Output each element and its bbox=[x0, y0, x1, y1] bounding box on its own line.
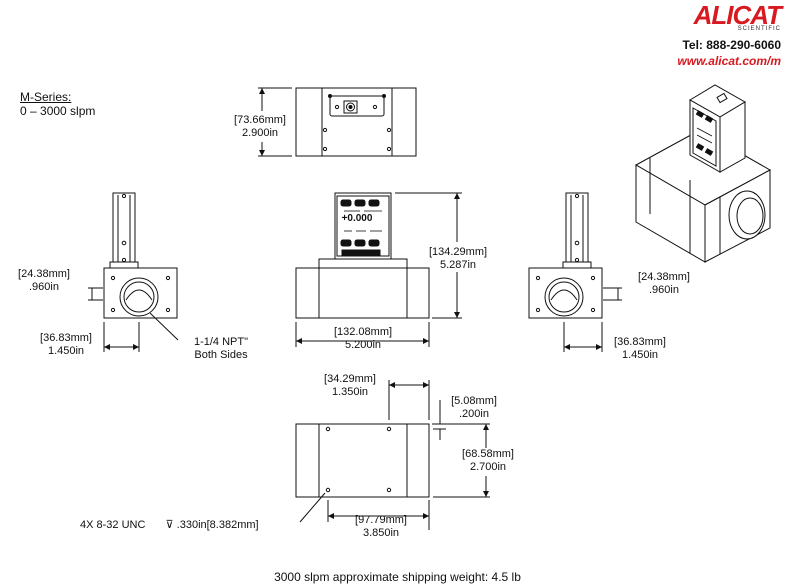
front-view bbox=[295, 192, 462, 347]
dim-in: 2.900in bbox=[241, 127, 279, 139]
right-end-view bbox=[528, 192, 622, 352]
brand-block: ALICAT SCIENTIFIC Tel: 888-290-6060 www.… bbox=[677, 0, 782, 68]
dim-mm: [97.79mm] bbox=[355, 514, 407, 526]
dim-mm: [36.83mm] bbox=[614, 336, 666, 348]
left-end-view bbox=[88, 192, 179, 352]
dim-screw-thread: 4X 8-32 UNC ⊽ .330in[8.382mm] bbox=[80, 518, 259, 531]
dim-left-offset: [24.38mm] .960in bbox=[10, 268, 78, 294]
dim-in: .960in bbox=[29, 281, 59, 293]
dim-bottom-depth: [68.58mm] 2.700in bbox=[452, 448, 524, 474]
bottom-view bbox=[295, 380, 490, 530]
alicat-logo: ALICAT bbox=[693, 0, 782, 30]
alicat-logo-sub: SCIENTIFIC bbox=[737, 26, 781, 32]
dim-mm: [5.08mm] bbox=[451, 395, 497, 407]
dim-in: 5.287in bbox=[439, 259, 477, 271]
dim-in: 2.700in bbox=[469, 461, 507, 473]
dim-right-offset: [24.38mm] .960in bbox=[630, 271, 698, 297]
dim-in: 1.350in bbox=[331, 386, 369, 398]
dim-right-width: [36.83mm] 1.450in bbox=[606, 336, 674, 362]
dim-mm: [134.29mm] bbox=[428, 246, 488, 258]
top-view bbox=[258, 87, 417, 157]
dim-in: .200in bbox=[459, 408, 489, 420]
dim-hole-edge: [5.08mm] .200in bbox=[442, 395, 506, 421]
dim-front-height: [134.29mm] 5.287in bbox=[419, 246, 497, 272]
dim-in: 3.850in bbox=[362, 527, 400, 539]
dim-npt-thread: 1-1/4 NPT" Both Sides bbox=[180, 336, 262, 362]
dim-left-width: [36.83mm] 1.450in bbox=[32, 332, 100, 358]
dim-in: 1.450in bbox=[621, 349, 659, 361]
dim-hole-x: [34.29mm] 1.350in bbox=[314, 373, 386, 399]
dim-npt-line1: 1-1/4 NPT" bbox=[193, 336, 249, 348]
series-title: M-Series: bbox=[20, 90, 72, 104]
dim-mm: [34.29mm] bbox=[324, 373, 376, 385]
isometric-view bbox=[634, 84, 772, 263]
dim-in: 1.450in bbox=[47, 345, 85, 357]
dim-mm: [68.58mm] bbox=[462, 448, 514, 460]
display-reading: +0.000 bbox=[341, 213, 373, 224]
screw-thread-label: 4X 8-32 UNC bbox=[80, 519, 146, 531]
shipping-weight-note: 3000 slpm approximate shipping weight: 4… bbox=[274, 570, 521, 584]
dim-npt-line2: Both Sides bbox=[194, 349, 248, 361]
dim-mm: [36.83mm] bbox=[40, 332, 92, 344]
dim-top-height: [73.66mm] 2.900in bbox=[222, 114, 298, 140]
website-link[interactable]: www.alicat.com/m bbox=[677, 54, 781, 68]
dim-mm: [132.08mm] bbox=[333, 326, 393, 338]
dim-mm: [24.38mm] bbox=[638, 271, 690, 283]
screw-depth-label: ⊽ .330in[8.382mm] bbox=[165, 519, 259, 531]
dim-in: 5.200in bbox=[344, 339, 382, 351]
dim-mm: [73.66mm] bbox=[234, 114, 286, 126]
phone-number: Tel: 888-290-6060 bbox=[682, 38, 781, 52]
dim-in: .960in bbox=[649, 284, 679, 296]
series-range: 0 – 3000 slpm bbox=[20, 104, 96, 118]
dim-mm: [24.38mm] bbox=[18, 268, 70, 280]
series-info: M-Series: 0 – 3000 slpm bbox=[20, 90, 95, 118]
dim-hole-span: [97.79mm] 3.850in bbox=[344, 514, 418, 540]
dim-front-length: [132.08mm] 5.200in bbox=[322, 326, 404, 352]
